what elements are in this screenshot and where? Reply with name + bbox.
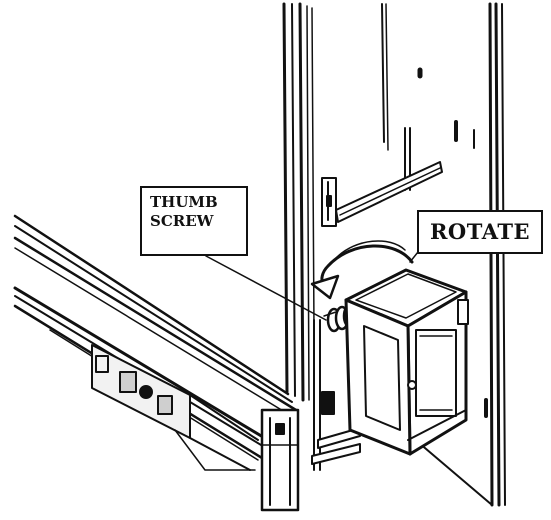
bottom-bracket xyxy=(260,408,300,512)
thumb-screw-leader-line xyxy=(205,255,327,321)
thumb-screw-label-line2: SCREW xyxy=(150,212,214,230)
thumb-screw-callout: THUMB SCREW xyxy=(140,186,248,256)
device-housing xyxy=(344,268,469,456)
rotate-callout: ROTATE xyxy=(417,210,543,254)
thumb-screw-label-line1: THUMB xyxy=(150,193,218,211)
connector-plate xyxy=(91,344,259,471)
rotate-leader-line xyxy=(409,251,419,263)
rotate-label: ROTATE xyxy=(429,219,530,244)
mounting-bracket xyxy=(311,161,443,471)
rotate-arrow-icon xyxy=(310,240,414,300)
